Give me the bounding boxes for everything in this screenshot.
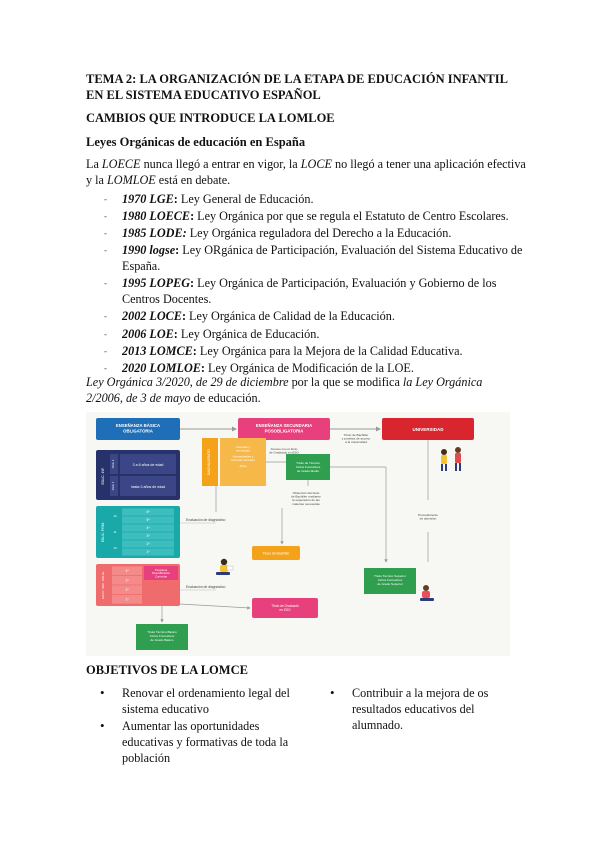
- infantil-cycle-2: Ciclo 2: [111, 459, 115, 468]
- primaria-grade-label: 3º: [146, 534, 150, 538]
- primaria-grade-label: 6º: [146, 510, 150, 514]
- section-heading-changes: CAMBIOS QUE INTRODUCE LA LOMLOE: [86, 111, 335, 125]
- box-titulo-bachiller: [252, 546, 300, 560]
- box-diversificacion: [144, 566, 178, 580]
- eso-grade-row: [112, 594, 142, 604]
- box-tecnico-medio: [286, 454, 330, 480]
- intro-text: no llegó a tener una aplicación efectiva…: [86, 157, 526, 187]
- document-title: TEMA 2: LA ORGANIZACIÓN DE LA ETAPA DE E…: [86, 72, 508, 102]
- laws-list: 1970 LGE: Ley General de Educación. 1980…: [104, 191, 524, 377]
- primaria-grade-row: [122, 516, 174, 524]
- law-item: 2006 LOE: Ley Orgánica de Educación.: [104, 326, 524, 342]
- box-post-compulsory: [238, 418, 330, 440]
- primaria-age-label: 10: [113, 546, 117, 550]
- box-university: [382, 418, 474, 440]
- intro-text: La: [86, 157, 102, 171]
- subsection-heading-laws: Leyes Orgánicas de educación en España: [86, 135, 306, 149]
- law-item: 2020 LOMLOE: Ley Orgánica de Modificació…: [104, 360, 524, 376]
- law-item: 1980 LOECE: Ley Orgánica por que se regu…: [104, 208, 524, 224]
- intro-text: está en debate.: [155, 173, 231, 187]
- primaria-grade-label: 1º: [146, 550, 150, 554]
- objective-item: Aumentar las oportunidades educativas y …: [96, 718, 292, 766]
- primaria-side-label: EDUC. PRIM.: [101, 522, 105, 542]
- students-illustration: [441, 447, 461, 471]
- law-item: 2013 LOMCE: Ley Orgánica para la Mejora …: [104, 343, 524, 359]
- primaria-grade-label: 4º: [146, 526, 150, 530]
- primaria-age-label: 12: [113, 514, 117, 518]
- objective-item: Contribuir a la mejora de os resultados …: [326, 685, 522, 733]
- primaria-grade-row: [122, 532, 174, 540]
- box-basic-education: [96, 418, 180, 440]
- intro-paragraph: La LOECE nunca llegó a entrar en vigor, …: [86, 156, 526, 188]
- box-graduado-eso: [252, 598, 318, 618]
- law-item: 2002 LOCE: Ley Orgánica de Calidad de la…: [104, 308, 524, 324]
- primaria-age-label: 11: [113, 530, 116, 534]
- primaria-grade-label: 5º: [146, 518, 150, 522]
- law-item: 1995 LOPEG: Ley Orgánica de Participació…: [104, 275, 524, 307]
- eso-grade-row: [112, 566, 142, 576]
- titulo-bachiller-label: Título de Bachiller: [262, 552, 290, 556]
- objectives-list-right: Contribuir a la mejora de os resultados …: [326, 685, 522, 734]
- primaria-rows: 6º 5º 4º 3º 2º 1º 12 11 10: [113, 508, 174, 556]
- primaria-grade-row: [122, 548, 174, 556]
- box-tecnico-superior: [364, 568, 416, 594]
- modification-paragraph: Ley Orgánica 3/2020, de 29 de diciembre …: [86, 375, 483, 405]
- law-item: 1985 LODE: Ley Orgánica reguladora del D…: [104, 225, 524, 241]
- infantil-row-2: hasta 3 años de edad: [131, 485, 166, 489]
- eso-grade-label: 4º: [125, 569, 129, 573]
- intro-lomloe: LOMLOE: [106, 173, 156, 187]
- eval-diag-label-2: Evaluación de diagnóstico: [186, 585, 226, 589]
- infantil-row-1: 3 a 6 años de edad: [133, 463, 164, 467]
- box-university-label: UNIVERSIDAD: [412, 427, 444, 432]
- sitting-student-illustration: [420, 585, 434, 601]
- box-bachillerato-modalidades: [220, 438, 266, 486]
- law-reference: la Ley Orgánica 2/2006, de 3 de mayo: [86, 375, 483, 405]
- box-bachillerato: [202, 438, 218, 486]
- objective-item: Renovar el ordenamiento legal del sistem…: [96, 685, 292, 717]
- infantil-side-label: EDUC. INF.: [101, 467, 105, 484]
- eso-grade-label: 1º: [125, 597, 129, 601]
- law-item: 1970 LGE: Ley General de Educación.: [104, 191, 524, 207]
- intro-loce: LOCE: [300, 157, 332, 171]
- eso-grade-row: [112, 575, 142, 585]
- eso-side-label: EDUC. SEC. OBLIG.: [101, 571, 105, 599]
- section-heading-objectives: OBJETIVOS DE LA LOMCE: [86, 663, 248, 677]
- primaria-grade-row: [122, 524, 174, 532]
- primaria-grade-label: 2º: [146, 542, 150, 546]
- eso-grade-label: 2º: [125, 588, 129, 592]
- intro-loece: LOECE: [101, 157, 141, 171]
- bachillerato-label: BACHILLERATO: [207, 449, 211, 475]
- law-reference: Ley Orgánica 3/2020, de 29 de diciembre: [86, 375, 289, 389]
- objectives-list-left: Renovar el ordenamiento legal del sistem…: [96, 685, 292, 767]
- intro-text: nunca llegó a entrar en vigor, la: [140, 157, 301, 171]
- eval-diag-label-1: Evaluación de diagnóstico: [186, 518, 226, 522]
- eso-grade-row: [112, 585, 142, 595]
- primaria-grade-row: [122, 508, 174, 516]
- infantil-cycle-1: Ciclo 1: [111, 481, 115, 490]
- reading-student-illustration: [216, 558, 234, 575]
- law-item: 1990 logse: Ley ORgánica de Participació…: [104, 242, 524, 274]
- box-tecnico-basico: [136, 624, 188, 650]
- primaria-grade-row: [122, 540, 174, 548]
- eso-grade-label: 3º: [125, 578, 129, 582]
- eso-rows: 4º 3º 2º 1º: [112, 566, 142, 604]
